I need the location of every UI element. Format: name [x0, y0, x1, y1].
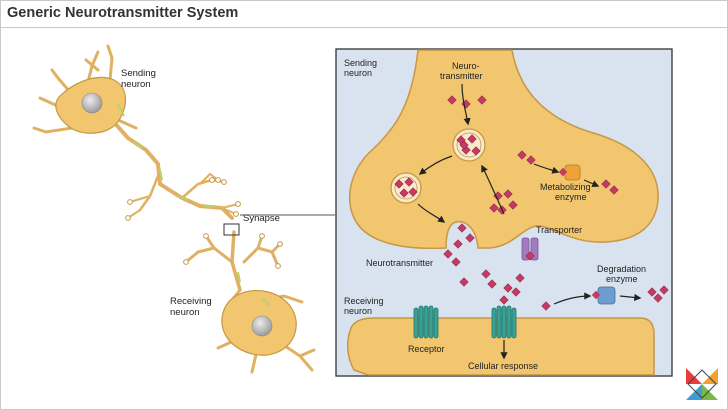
inset-sending-neuron-label: Sending neuron — [344, 58, 380, 78]
degradation-enzyme-label: Degradation enzyme — [597, 264, 649, 284]
receptor-label: Receptor — [408, 344, 445, 354]
neurotransmitter-molecule — [465, 233, 475, 243]
neurotransmitter-molecule — [443, 249, 453, 259]
neurotransmitter-molecule — [503, 189, 513, 199]
figure-title: Generic Neurotransmitter System — [7, 5, 239, 21]
neurotransmitter-molecule — [453, 239, 463, 249]
arrow-to-metabolizing — [533, 163, 560, 174]
neurotransmitter-molecule — [467, 134, 477, 144]
receptor-right — [491, 305, 517, 339]
neurotransmitter-molecule — [525, 251, 535, 261]
arrow-release — [417, 203, 446, 223]
neurotransmitter-molecule — [471, 146, 481, 156]
neurotransmitter-molecule — [508, 200, 518, 210]
neurotransmitter-molecule — [457, 223, 467, 233]
neurotransmitter-molecule — [526, 155, 536, 165]
inset-neurotransmitter-top-label: Neuro- transmitter — [440, 61, 483, 81]
metabolizing-enzyme-label: Metabolizing enzyme — [540, 182, 593, 202]
neurotransmitter-molecule — [517, 150, 527, 160]
neurotransmitter-molecule — [511, 287, 521, 297]
neurotransmitter-molecule — [515, 273, 525, 283]
sending-neuron-drawing — [32, 44, 241, 221]
neurotransmitter-molecule — [447, 95, 457, 105]
neurotransmitter-molecule — [541, 301, 551, 311]
neurotransmitter-molecule — [399, 188, 409, 198]
neurotransmitter-molecule — [459, 140, 469, 150]
receptor-left — [413, 305, 439, 339]
metabolizing-enzyme-shape — [558, 164, 581, 181]
neurotransmitter-molecule — [487, 279, 497, 289]
neurotransmitter-label: Neurotransmitter — [366, 258, 433, 268]
transporter-label: Transporter — [536, 225, 582, 235]
neurotransmitter-molecule — [493, 191, 503, 201]
vesicle-left — [390, 172, 422, 204]
receiving-neuron-label: Receiving neuron — [170, 296, 214, 318]
synapse-inset: Sending neuron Neuro- transmitter Metabo… — [335, 48, 673, 377]
neurotransmitter-molecule — [499, 295, 509, 305]
title-divider — [0, 27, 728, 28]
arrow-synthesis — [461, 83, 471, 126]
presynaptic-terminal — [349, 49, 659, 250]
arrow-degraded — [619, 293, 642, 302]
synapse-highlight-box — [223, 223, 240, 236]
neurotransmitter-molecule — [647, 287, 657, 297]
degradation-enzyme-shape — [591, 286, 616, 305]
arrow-metabolized — [583, 179, 600, 188]
inset-receiving-neuron-label: Receiving neuron — [344, 296, 386, 316]
synapse-label: Synapse — [243, 213, 280, 224]
sending-neuron-label: Sending neuron — [121, 68, 159, 90]
neurotransmitter-molecule — [477, 95, 487, 105]
neurotransmitter-molecule — [451, 257, 461, 267]
vesicle-center — [452, 128, 486, 162]
neurotransmitter-molecule — [394, 179, 404, 189]
neurotransmitter-molecule — [601, 179, 611, 189]
neurotransmitter-molecule — [503, 283, 513, 293]
cellular-response-label: Cellular response — [468, 361, 538, 371]
arrow-reuptake — [481, 164, 505, 215]
neurotransmitter-molecule — [459, 277, 469, 287]
neurotransmitter-molecule — [609, 185, 619, 195]
neurotransmitter-molecules — [394, 95, 669, 311]
arrow-to-left-vesicle — [418, 155, 453, 175]
neurotransmitter-molecule — [408, 187, 418, 197]
corner-logo — [680, 362, 724, 406]
neurotransmitter-molecule — [659, 285, 669, 295]
neurotransmitter-molecule — [481, 269, 491, 279]
receiving-neuron-drawing — [183, 230, 316, 374]
arrow-to-degradation — [553, 292, 592, 305]
neurotransmitter-molecule — [489, 203, 499, 213]
neurotransmitter-molecule — [404, 177, 414, 187]
neurotransmitter-molecule — [653, 293, 663, 303]
